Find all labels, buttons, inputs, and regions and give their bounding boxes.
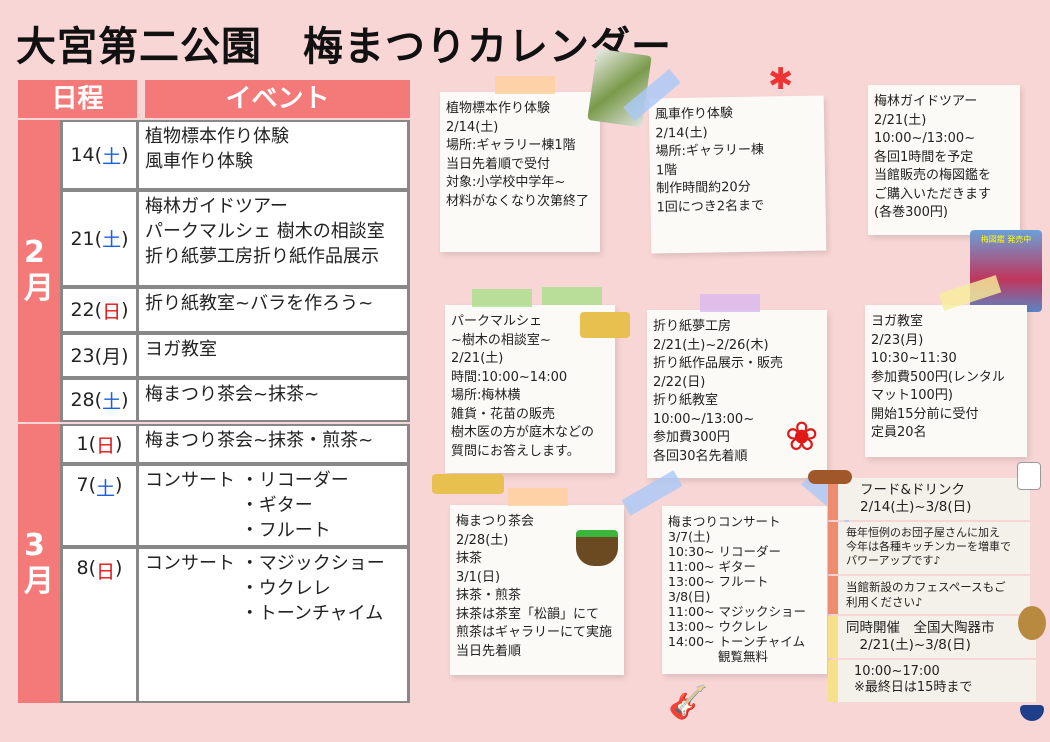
sweets-icon [580, 312, 630, 338]
event-cell: 梅まつり茶会~抹茶・煎茶~ [145, 430, 374, 451]
day: 28 [70, 389, 95, 411]
sweets-icon [432, 474, 504, 494]
pottery-fair-hours: 10:00~17:00 ※最終日は15時まで [828, 660, 1036, 702]
day-of-week: 土 [102, 145, 122, 168]
note-pinwheel: 風車作り体験 2/14(土) 場所:ギャラリー棟 1階 制作時間約20分 1回に… [648, 95, 827, 254]
tape [508, 488, 568, 506]
pinwheel-icon: ✱ [768, 62, 794, 97]
food-drink-body-1: 毎年恒例のお団子屋さんに加え 今年は各種キッチンカーを増車で パワーアップです♪ [828, 522, 1030, 574]
day-of-week: 土 [102, 390, 122, 413]
event-cell: 梅林ガイドツアー パークマルシェ 樹木の相談室 折り紙夢工房折り紙作品展示 [145, 196, 385, 267]
note-specimen: 植物標本作り体験 2/14(土) 場所:ギャラリー棟1階 当日先着順で受付 対象… [440, 92, 600, 252]
date-cell: 28(土) [63, 380, 139, 420]
calendar-row: 28(土) 梅まつり茶会~抹茶~ [60, 378, 410, 422]
calendar-row: 8(日)コンサート ・マジックショー ・ウクレレ ・トーンチャイム [60, 547, 410, 703]
day-of-week: 土 [102, 229, 122, 251]
event-cell: ヨガ教室 [145, 339, 217, 360]
event-cell: コンサート ・リコーダー ・ギター ・フルート [145, 470, 349, 541]
day: 1 [76, 433, 89, 455]
dango-icon [808, 470, 852, 484]
month-label-feb: 2 月 [18, 120, 60, 422]
header-event: イベント [145, 80, 410, 118]
date-cell: 8(日) [63, 549, 139, 701]
tape [542, 287, 602, 305]
day-of-week: 日 [96, 561, 116, 583]
calendar-row: 22(日) 折り紙教室~バラを作ろう~ [60, 287, 410, 333]
day: 21 [70, 227, 95, 250]
guitar-icon: 🎸 [668, 683, 708, 721]
rose-icon: ❀ [785, 414, 819, 460]
date-cell: 23(月) [63, 335, 139, 376]
event-cell: コンサート ・マジックショー ・ウクレレ ・トーンチャイム [145, 553, 385, 624]
event-cell: 折り紙教室~バラを作ろう~ [145, 293, 374, 314]
date-cell: 21(土) [63, 192, 139, 285]
date-cell: 14(土) [63, 122, 139, 188]
date-cell: 7(土) [63, 466, 139, 545]
day-of-week: 土 [96, 478, 116, 500]
calendar-row: 7(土)コンサート ・リコーダー ・ギター ・フルート [60, 464, 410, 547]
month-label-mar: 3 月 [18, 424, 60, 703]
note-origami: 折り紙夢工房 2/21(土)~2/26(木) 折り紙作品展示・販売 2/22(日… [647, 310, 827, 478]
tanuki-figure-icon [1018, 606, 1046, 640]
day: 8 [76, 557, 89, 579]
day-of-week: 月 [102, 346, 122, 368]
event-cell: 植物標本作り体験 風車作り体験 [145, 126, 289, 172]
drink-cup-icon [1017, 462, 1041, 490]
day: 22 [70, 299, 95, 321]
tape [495, 76, 555, 94]
calendar-row: 1(日) 梅まつり茶会~抹茶・煎茶~ [60, 424, 410, 464]
plum-book-flyer: 梅図鑑 発売中 [970, 230, 1042, 312]
date-cell: 1(日) [63, 426, 139, 462]
day: 7 [76, 474, 89, 496]
matcha-bowl-icon [576, 530, 618, 566]
pottery-bowl-icon [1020, 705, 1044, 721]
day-of-week: 日 [102, 300, 122, 323]
event-cell: 梅まつり茶会~抹茶~ [145, 384, 320, 405]
calendar-row: 21(土)梅林ガイドツアー パークマルシェ 樹木の相談室 折り紙夢工房折り紙作品… [60, 190, 410, 287]
calendar-row: 23(月) ヨガ教室 [60, 333, 410, 378]
day-of-week: 日 [96, 434, 116, 457]
tape [472, 289, 532, 307]
date-cell: 22(日) [63, 289, 139, 331]
tape [700, 294, 760, 312]
food-drink-body-2: 当館新設のカフェスペースもご 利用ください♪ [828, 576, 1030, 614]
note-guide-tour: 梅林ガイドツアー 2/21(土) 10:00~/13:00~ 各回1時間を予定 … [868, 85, 1020, 235]
day: 23 [70, 344, 95, 367]
note-concert: 梅まつりコンサート 3/7(土) 10:30~ リコーダー 11:00~ ギター… [662, 506, 827, 674]
page-title: 大宮第二公園 梅まつりカレンダー [16, 24, 672, 70]
header-schedule: 日程 [18, 80, 137, 118]
note-yoga: ヨガ教室 2/23(月) 10:30~11:30 参加費500円(レンタル マッ… [865, 305, 1027, 457]
plant-specimen-photo [587, 48, 652, 128]
day: 14 [70, 144, 95, 166]
pottery-fair-title: 同時開催 全国大陶器市 2/21(土)~3/8(日) [828, 616, 1036, 658]
food-drink-title: フード&ドリンク 2/14(土)~3/8(日) [828, 478, 1030, 520]
calendar-row: 14(土)植物標本作り体験 風車作り体験 [60, 120, 410, 190]
